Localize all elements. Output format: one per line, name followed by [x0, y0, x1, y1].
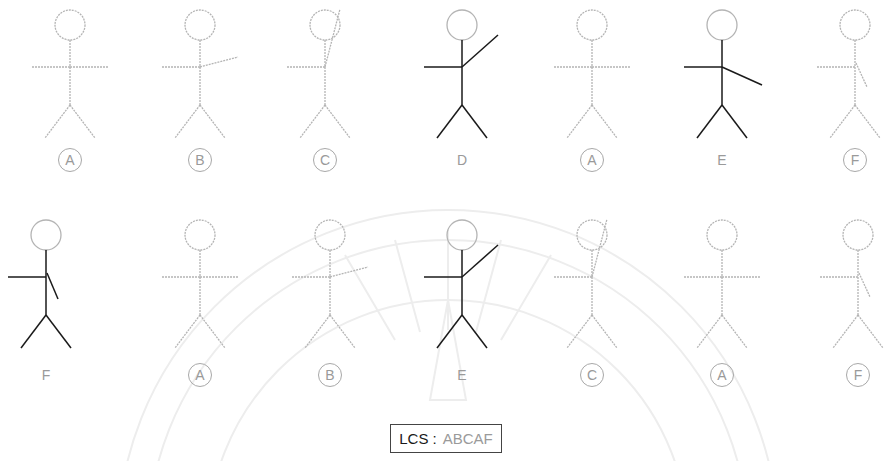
node-text: B — [325, 368, 334, 382]
stick-figure — [817, 10, 880, 138]
stick-figure — [162, 10, 238, 138]
node-value: ABCAF — [443, 430, 493, 447]
figure-letter: E — [457, 368, 466, 382]
letter-circle: F — [846, 363, 870, 387]
letter-circle: C — [580, 363, 604, 387]
figure-letter: F — [42, 368, 51, 382]
figure-letter: D — [457, 153, 467, 167]
stick-figure — [684, 220, 760, 348]
stick-figure — [820, 220, 883, 348]
letter-circle: A — [710, 363, 734, 387]
letter-circle: A — [58, 148, 82, 172]
stick-figure — [424, 10, 498, 138]
watermark-seal — [118, 210, 778, 461]
stick-figure — [424, 220, 498, 348]
node-text: F — [854, 368, 863, 382]
letter-circle: A — [580, 148, 604, 172]
stick-figure — [8, 220, 71, 348]
node-text: F — [851, 153, 860, 167]
node-text: LCS : — [399, 430, 437, 447]
stick-figure — [554, 219, 617, 348]
stick-figure — [287, 9, 350, 138]
letter-circle: B — [188, 148, 212, 172]
node-text: A — [717, 368, 726, 382]
node-text: B — [195, 153, 204, 167]
stick-figure — [684, 10, 762, 138]
stick-figure — [292, 220, 368, 348]
stick-figure — [162, 220, 238, 348]
letter-circle: C — [313, 148, 337, 172]
stick-figure — [32, 10, 108, 138]
node-text: A — [195, 368, 204, 382]
node-text: C — [587, 368, 597, 382]
node-text: A — [65, 153, 74, 167]
node-text: A — [587, 153, 596, 167]
lcs-result-box: LCS : ABCAF — [390, 424, 502, 453]
letter-circle: A — [188, 363, 212, 387]
figure-letter: E — [717, 153, 726, 167]
letter-circle: B — [318, 363, 342, 387]
node-text: C — [320, 153, 330, 167]
stick-figure — [554, 10, 630, 138]
letter-circle: F — [843, 148, 867, 172]
